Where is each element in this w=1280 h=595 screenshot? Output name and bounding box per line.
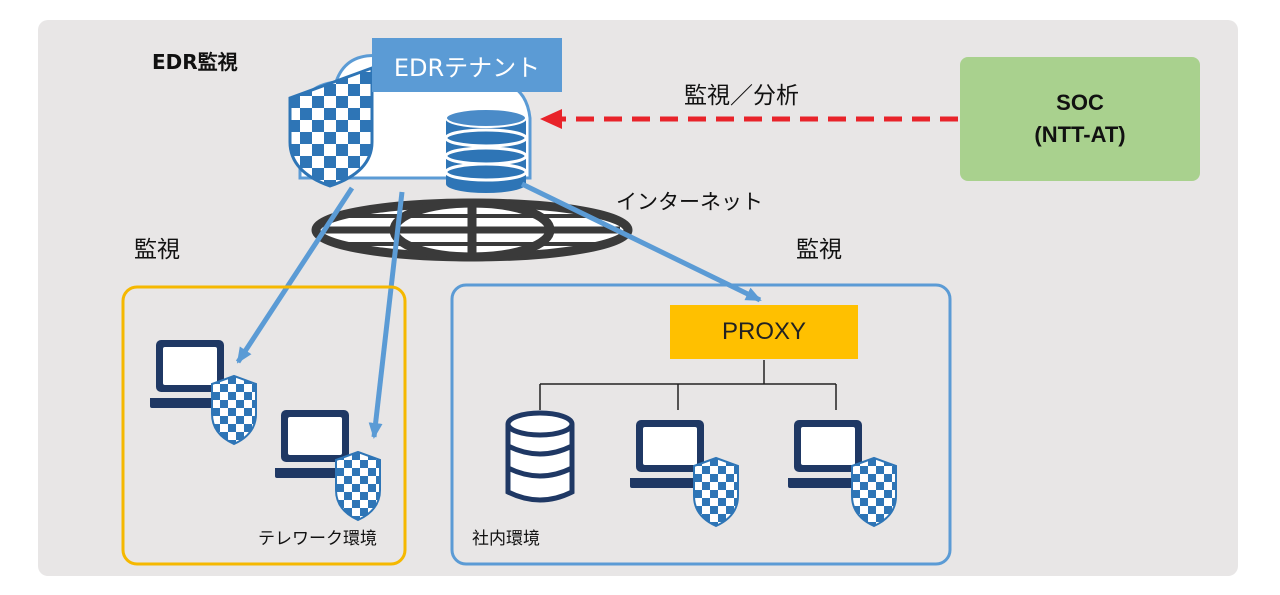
telework-zone — [121, 285, 407, 566]
soc-monitor-arrowhead — [540, 109, 562, 129]
telework-shield-1-icon — [211, 375, 257, 445]
tenant-database-icon — [444, 108, 528, 193]
proxy-network-lines — [539, 360, 837, 410]
edr-tenant-box: EDRテナント — [372, 38, 562, 92]
proxy-box: PROXY — [670, 305, 858, 359]
right-monitor-label: 監視 — [796, 237, 842, 263]
internal-label: 社内環境 — [472, 529, 540, 549]
internal-zone — [450, 283, 952, 566]
internal-server-icon — [505, 410, 575, 503]
internet-label: インターネット — [616, 190, 763, 214]
internal-shield-1-icon — [693, 457, 739, 527]
arrow-to-telework-laptop-1 — [235, 186, 355, 364]
soc-name: SOC — [1056, 90, 1104, 115]
soc-box: SOC (NTT-AT) — [960, 57, 1200, 181]
monitor-analyze-label: 監視／分析 — [684, 83, 799, 109]
diagram-title: EDR監視 — [152, 50, 238, 74]
arrow-to-telework-laptop-2 — [368, 191, 405, 439]
soc-organization: (NTT-AT) — [1034, 122, 1126, 147]
edr-tenant-label: EDRテナント — [393, 53, 541, 82]
telework-label: テレワーク環境 — [258, 529, 377, 549]
telework-shield-2-icon — [335, 451, 381, 521]
proxy-label: PROXY — [721, 318, 807, 345]
edr-shield-icon — [288, 65, 374, 188]
arrow-to-proxy — [520, 181, 762, 303]
internal-shield-2-icon — [851, 457, 897, 527]
left-monitor-label: 監視 — [134, 237, 180, 263]
